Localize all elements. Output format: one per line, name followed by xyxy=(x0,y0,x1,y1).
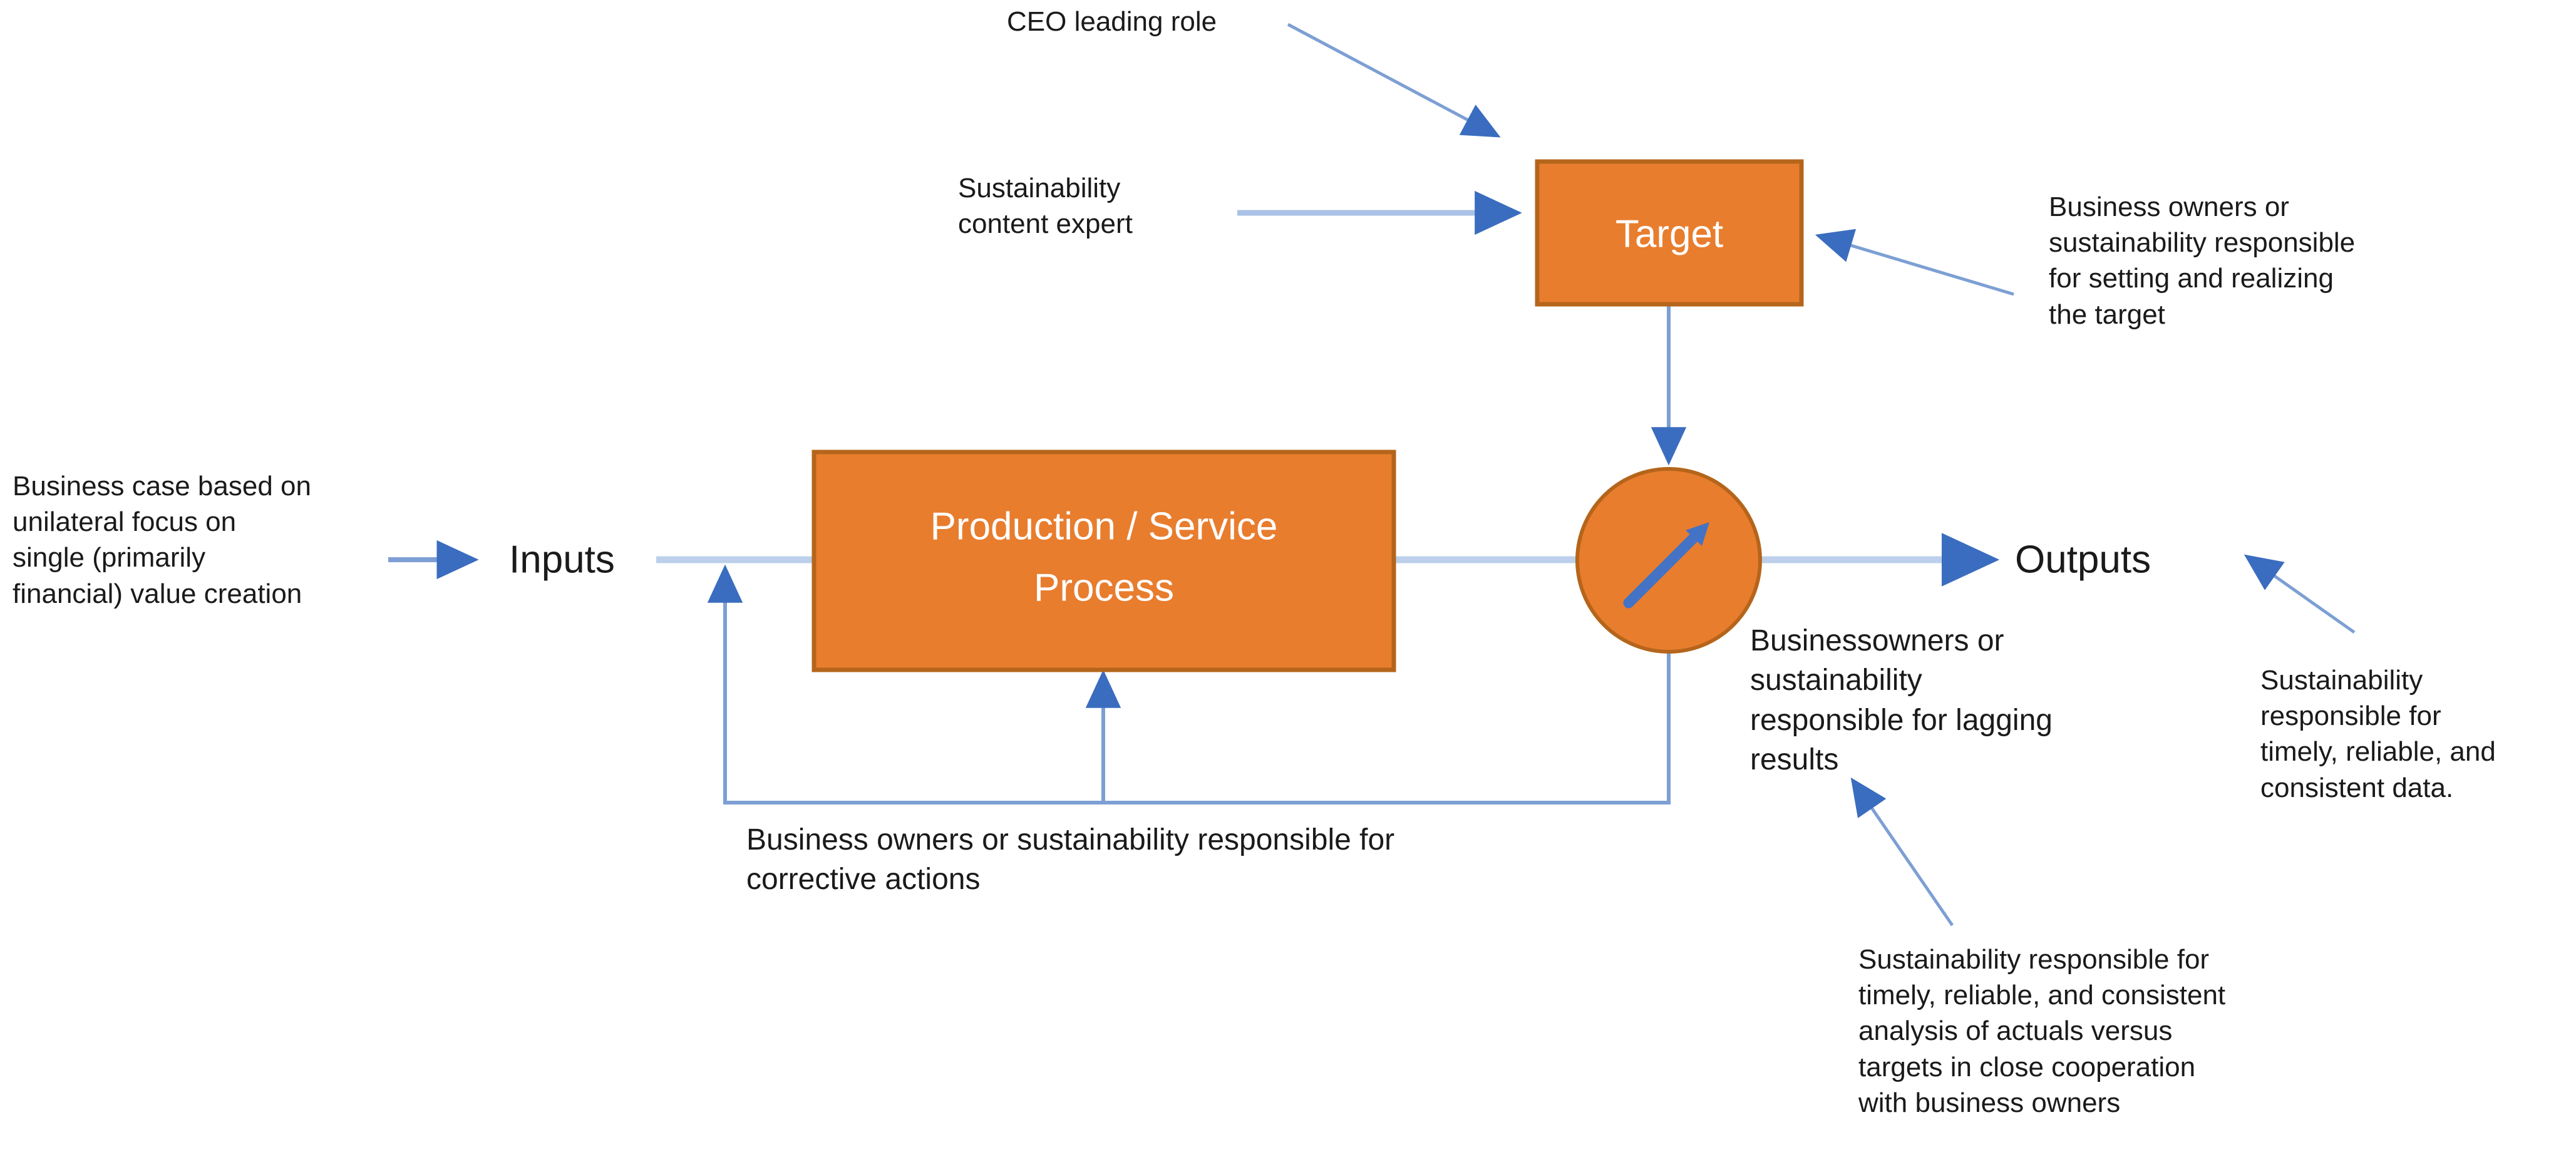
outputs-label: Outputs xyxy=(2015,538,2151,581)
node-target[interactable]: Target xyxy=(1535,159,1804,307)
annotation-corrective-actions: Business owners or sustainability respon… xyxy=(746,823,1395,897)
annotation-business-case: Business case based on unilateral focus … xyxy=(13,471,311,609)
connector-data-to-outputs xyxy=(2244,554,2356,634)
inputs-label: Inputs xyxy=(509,538,615,581)
annotation-sustainability-analysis: Sustainability responsible for timely, r… xyxy=(1858,944,2226,1118)
target-box[interactable] xyxy=(1535,159,1804,307)
annotation-business-owners-lagging: Businessowners or sustainability respons… xyxy=(1750,624,2053,777)
gauge-needle-icon xyxy=(1623,522,1709,609)
annotation-sustainability-content-expert: Sustainability content expert xyxy=(958,173,1133,240)
annotation-ceo-leading-role: CEO leading role xyxy=(1007,6,1217,37)
process-label-line1: Production / Service xyxy=(930,505,1278,548)
process-box[interactable] xyxy=(811,450,1396,672)
target-label: Target xyxy=(1615,212,1723,255)
connector-ceo-to-target xyxy=(1287,23,1501,138)
annotation-sustainability-data: Sustainability responsible for timely, r… xyxy=(2260,665,2496,803)
connector-analysis-to-lagging xyxy=(1850,777,1954,927)
node-gauge[interactable] xyxy=(1575,467,1762,654)
process-label-line2: Process xyxy=(1034,566,1174,609)
connector-owners-to-target xyxy=(1815,229,2014,296)
annotation-business-owners-target: Business owners or sustainability respon… xyxy=(2049,192,2356,330)
connector-feedback-loop xyxy=(707,564,1671,805)
node-process[interactable]: Production / Service Process xyxy=(811,450,1396,672)
